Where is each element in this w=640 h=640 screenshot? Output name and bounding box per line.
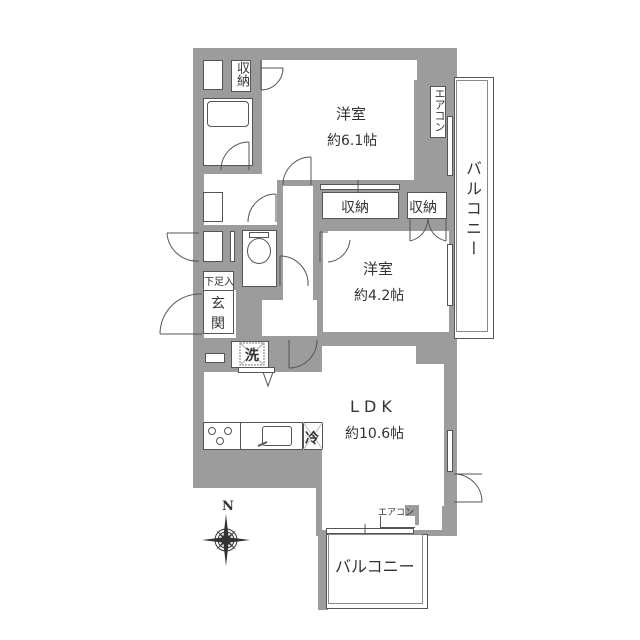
room-western-6-1-notch [262, 60, 417, 80]
door-storage-side[interactable] [165, 231, 201, 263]
closet-small-left [203, 60, 223, 90]
storage-top-label: 収納 [234, 61, 249, 87]
closet-double-door [409, 218, 447, 242]
compass-north-label: N [222, 499, 234, 514]
door-room-4-2[interactable] [318, 231, 352, 263]
aircon-top [430, 86, 446, 138]
storage-mid-label: 収納 [341, 200, 369, 216]
sink-faucet-icon [257, 441, 268, 447]
stove [203, 422, 241, 450]
door-balcony-ldk[interactable] [453, 472, 484, 504]
bathtub [207, 101, 249, 127]
aircon-bottom-label: エアコン [378, 508, 415, 518]
sink [262, 426, 292, 446]
balcony-right-label: バルコニー [463, 160, 482, 260]
window-right-1 [447, 116, 453, 176]
window-ldk-right [447, 430, 453, 472]
balcony-right-inner [456, 80, 488, 332]
room-western-6-1 [262, 60, 414, 180]
entrance-label-2: 関 [211, 316, 225, 332]
window-bottom [326, 528, 414, 534]
burner-icon [208, 427, 232, 445]
hallway-lower [262, 300, 317, 336]
storage-top [231, 60, 251, 92]
entrance [203, 290, 234, 334]
room-4-2-name: 洋室 [363, 260, 394, 278]
door-entrance[interactable] [158, 292, 204, 336]
entrance-label-1: 玄 [211, 296, 225, 312]
laundry-area [204, 340, 224, 350]
storage-small-label: 収納 [409, 200, 437, 216]
room-ldk-corner-cut [416, 346, 444, 364]
room-ldk-lower [322, 420, 442, 530]
room-4-2-size: 約4.2帖 [354, 288, 405, 304]
room-ldk-mid [204, 372, 444, 422]
room-6-1-name: 洋室 [336, 105, 367, 123]
door-washroom[interactable] [247, 192, 277, 223]
toilet-tank [249, 232, 269, 238]
room-6-1-size: 約6.1帖 [327, 133, 378, 149]
storage-mid [322, 192, 399, 219]
washer-bar [238, 367, 275, 373]
shoe-cabinet-left [203, 231, 223, 262]
door-ldk[interactable] [288, 338, 318, 369]
balcony-bottom-inner [328, 534, 423, 604]
ldk-size: 約10.6帖 [345, 426, 405, 442]
washer-cross-icon [239, 342, 265, 366]
ldk-name: L D K [350, 397, 392, 416]
storage-small [407, 192, 447, 219]
wall-lower-strip [318, 530, 328, 610]
toilet-bowl [247, 238, 271, 264]
shoe-cabinet-slim [230, 231, 235, 262]
washbasin [203, 192, 223, 222]
compass-rose-icon [202, 514, 250, 566]
sliding-door-mark [357, 180, 359, 192]
door-bath[interactable] [220, 140, 250, 171]
fridge-cross-icon [302, 421, 324, 451]
balcony-bottom-label: バルコニー [335, 557, 415, 576]
aircon-bottom [380, 516, 415, 528]
door-room-6-1[interactable] [282, 155, 312, 186]
shoe-box-label: 下足入 [204, 277, 234, 288]
sliding-door-top [320, 184, 400, 190]
laundry-shelf [205, 353, 225, 363]
aircon-top-label: エアコン [433, 88, 446, 132]
door-toilet[interactable] [279, 255, 309, 288]
window-right-2 [447, 244, 453, 306]
fridge-label: 冷 [305, 431, 319, 447]
faucet-icon [262, 371, 274, 388]
door-storage-top[interactable] [253, 60, 284, 92]
washer-label: 洗 [245, 348, 259, 364]
room-western-4-2 [323, 231, 449, 332]
